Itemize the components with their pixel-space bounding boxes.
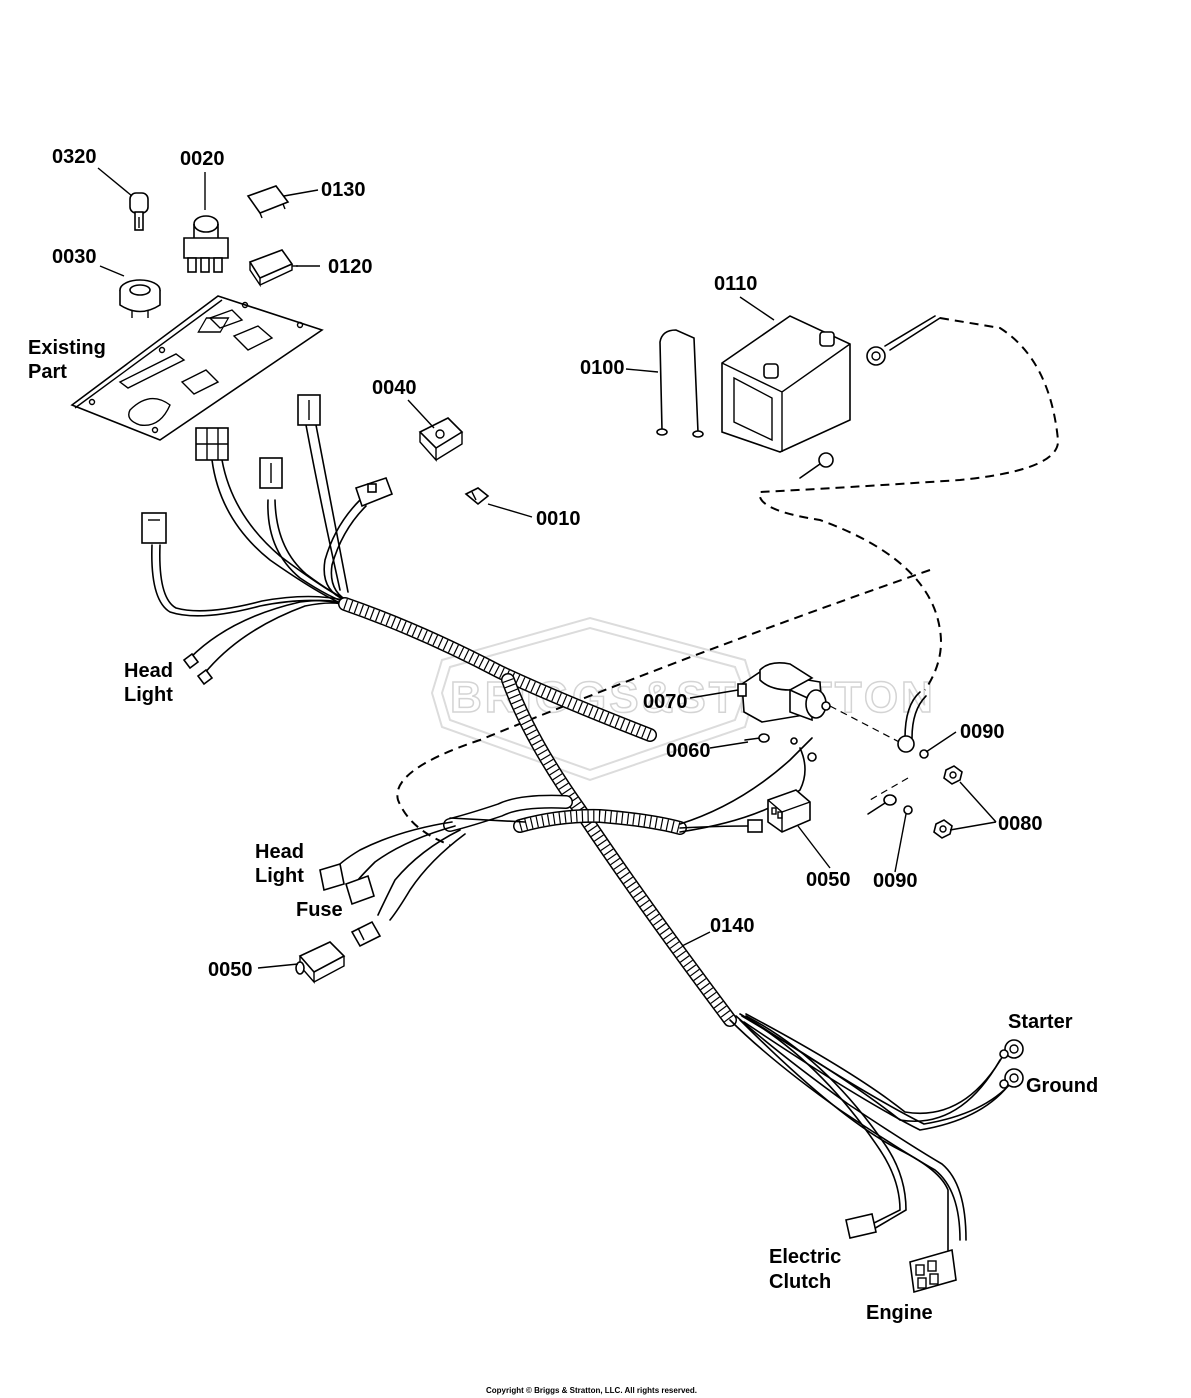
leader-lines: [97, 167, 997, 969]
label-starter: Starter: [1008, 1011, 1073, 1033]
label-existing-part-2: Part: [28, 361, 67, 383]
label-0060: 0060: [666, 740, 711, 762]
label-head-light-b-1: Head: [255, 841, 304, 863]
lower-left-branch-wires: [331, 817, 526, 921]
upper-harness-branches: [151, 424, 367, 675]
cable-route-dashed: [758, 317, 1060, 691]
ground-terminal: [999, 1068, 1024, 1089]
engine-connector: [909, 1248, 957, 1294]
head-light-terminals-top: [182, 652, 214, 686]
connector-side: [354, 476, 394, 508]
solenoid-terminal-wire: [790, 737, 817, 762]
label-0080: 0080: [998, 813, 1043, 835]
existing-panel: [70, 295, 324, 441]
label-ground: Ground: [1026, 1075, 1098, 1097]
connector-2pin-a: [297, 394, 321, 426]
label-0030: 0030: [52, 246, 97, 268]
label-head-light-1: Head: [124, 660, 173, 682]
connector-2pin-b: [259, 457, 283, 489]
head-light-connector-lower: [319, 862, 345, 892]
cover-0130: [246, 185, 290, 219]
battery-hold-down-0100: [656, 329, 704, 438]
washer-0090-b: [903, 805, 913, 815]
screw-0060: [744, 733, 770, 743]
label-0020: 0020: [180, 148, 225, 170]
fastener-assembly-line: [869, 777, 909, 801]
electric-clutch-connector: [845, 1213, 877, 1239]
label-0050-a: 0050: [806, 869, 851, 891]
switch-0040: [418, 417, 464, 462]
label-0010: 0010: [536, 508, 581, 530]
copyright-notice: Copyright © Briggs & Stratton, LLC. All …: [486, 1386, 697, 1395]
label-0070: 0070: [643, 691, 688, 713]
label-0130: 0130: [321, 179, 366, 201]
switch-0120: [248, 249, 294, 288]
part-labels: 0320 0020 0130 0030 0120 Existing Part 0…: [28, 146, 1098, 1324]
key-0320: [129, 192, 149, 231]
label-electric-clutch-1: Electric: [769, 1246, 841, 1268]
main-harness-loom: [338, 597, 737, 1027]
harness-route-dashed: [396, 569, 931, 846]
lower-right-branch-wires: [729, 1013, 1013, 1251]
label-existing-part-1: Existing: [28, 337, 106, 359]
ignition-switch-0030: [119, 279, 161, 318]
battery-bolt: [799, 452, 834, 479]
clip-0010: [464, 487, 490, 506]
label-0110: 0110: [714, 273, 757, 295]
label-0320: 0320: [52, 146, 97, 168]
battery-cable-lower: [897, 691, 927, 753]
starter-terminal: [999, 1039, 1024, 1059]
connector-0050-right: [767, 789, 811, 833]
solenoid-assembly-line: [829, 705, 906, 746]
connector-small-lower: [350, 920, 382, 948]
label-0100: 0100: [580, 357, 625, 379]
connector-left: [141, 512, 167, 544]
nut-0080-b: [933, 819, 953, 839]
label-0140: 0140: [710, 915, 755, 937]
label-head-light-b-2: Light: [255, 865, 304, 887]
fuse-connector: [345, 874, 375, 906]
connector-small-right: [747, 819, 763, 833]
battery-cable-ring: [866, 315, 941, 366]
label-0050-b: 0050: [208, 959, 253, 981]
bolt-lower: [867, 794, 897, 815]
switch-0050-lower: [295, 941, 346, 984]
label-engine: Engine: [866, 1302, 933, 1324]
solenoid-0070: [737, 662, 831, 723]
connector-4pin: [195, 427, 229, 461]
pto-switch-0020: [183, 215, 229, 273]
battery-0110: [721, 315, 851, 453]
label-0120: 0120: [328, 256, 373, 278]
label-head-light-2: Light: [124, 684, 173, 706]
label-0090-a: 0090: [960, 721, 1005, 743]
nut-0080-a: [943, 765, 963, 785]
label-electric-clutch-2: Clutch: [769, 1271, 831, 1293]
label-fuse: Fuse: [296, 899, 343, 921]
label-0040: 0040: [372, 377, 417, 399]
label-0090-b: 0090: [873, 870, 918, 892]
